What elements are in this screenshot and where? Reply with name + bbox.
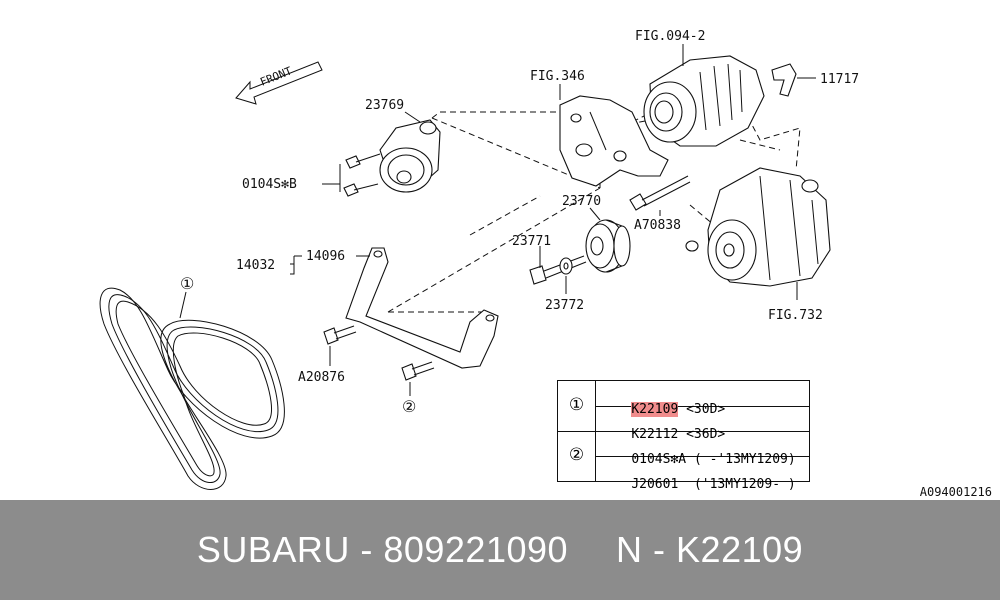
label-fig732: FIG.732 xyxy=(768,308,823,323)
part-number: 0104S✻A xyxy=(631,452,687,467)
table-ref-1: ① xyxy=(568,395,585,415)
long-bolt-icon xyxy=(629,175,691,211)
bolt-23771-icon xyxy=(529,255,587,285)
table-row: K22112 <36D> xyxy=(600,411,725,442)
label-23769: 23769 xyxy=(365,98,404,113)
callout-1: ① xyxy=(180,274,194,293)
tensioner-pulley-23769 xyxy=(379,119,441,193)
brand-part-number: SUBARU - 809221090 xyxy=(196,529,569,570)
table-row-divider-1 xyxy=(595,406,809,407)
parts-diagram: FRONT 23769 0104S✻B FI xyxy=(99,29,859,490)
label-14032: 14032 xyxy=(236,258,275,273)
callout-2: ② xyxy=(402,397,416,416)
bolt-callout-2-icon xyxy=(401,361,435,381)
label-fig346: FIG.346 xyxy=(530,69,585,84)
front-arrow-icon xyxy=(235,61,323,105)
part-spec: ('13MY1209- ) xyxy=(693,477,796,492)
bolt-icon xyxy=(343,153,381,197)
label-11717: 11717 xyxy=(820,72,859,87)
bolt-a20876-icon xyxy=(323,325,357,345)
front-label: FRONT xyxy=(258,64,294,89)
part-number-highlighted: K22109 xyxy=(631,402,679,417)
idler-pulley-23770 xyxy=(585,219,631,273)
table-ref-2: ② xyxy=(568,445,585,465)
oem-part-number: N - K22109 xyxy=(616,529,804,570)
table-row: 0104S✻A ( -'13MY1209) xyxy=(600,436,795,467)
label-23770: 23770 xyxy=(562,194,601,209)
bracket-14096 xyxy=(345,247,499,369)
label-0104s-b: 0104S✻B xyxy=(242,177,297,192)
part-spec: <30D> xyxy=(686,402,726,417)
table-row-divider-3 xyxy=(595,456,809,457)
label-14096: 14096 xyxy=(306,249,345,264)
table-row: K22109 <30D> xyxy=(600,386,725,417)
parts-table: ① ② K22109 <30D> K22112 <36D> 0104S✻A ( … xyxy=(557,380,810,492)
part-spec: ( -'13MY1209) xyxy=(693,452,796,467)
part-number: J20601 xyxy=(631,477,679,492)
label-23771: 23771 xyxy=(512,234,551,249)
washer-23772 xyxy=(559,257,573,275)
diagram-code: A094001216 xyxy=(919,485,992,499)
alternator-fig094-2 xyxy=(643,55,765,147)
label-a70838: A70838 xyxy=(634,218,681,233)
part-spec: <36D> xyxy=(686,427,726,442)
label-23772: 23772 xyxy=(545,298,584,313)
part-number: K22112 xyxy=(631,427,679,442)
table-group-divider xyxy=(558,431,809,432)
label-fig094-2: FIG.094-2 xyxy=(635,29,705,44)
bracket-11717 xyxy=(771,63,797,97)
table-row: J20601 ('13MY1209- ) xyxy=(600,461,795,492)
drive-belt xyxy=(99,287,285,490)
label-a20876: A20876 xyxy=(298,370,345,385)
part-number-banner: SUBARU - 809221090 N - K22109 xyxy=(0,500,1000,600)
compressor-fig732 xyxy=(685,167,831,287)
bracket-fig346 xyxy=(559,95,669,187)
